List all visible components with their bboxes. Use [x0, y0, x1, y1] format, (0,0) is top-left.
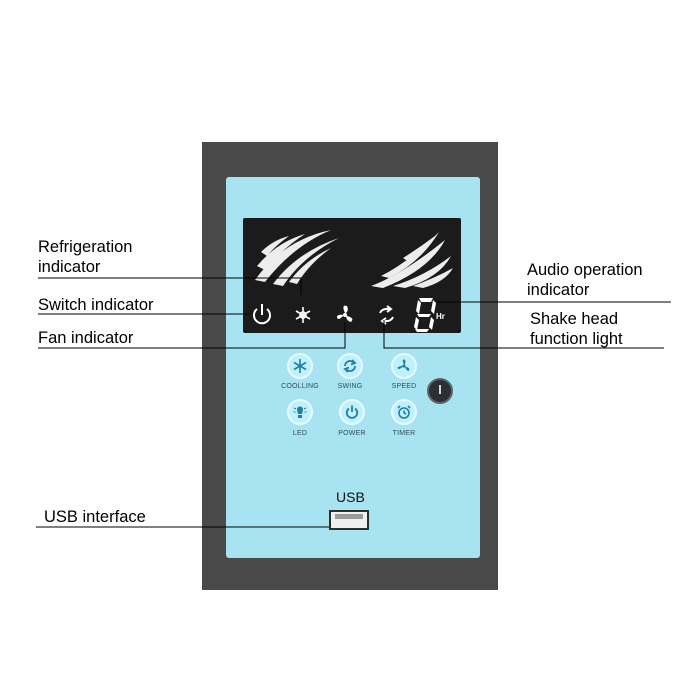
leader-refrigeration — [38, 277, 302, 295]
usb-label: USB — [336, 489, 365, 505]
callout-refrigeration-line2: indicator — [38, 258, 101, 276]
timer-button[interactable] — [391, 399, 417, 425]
swing-label: SWING — [337, 383, 363, 390]
callout-shake: Shake head function light — [530, 309, 623, 349]
coolling-label: COOLLING — [281, 383, 319, 390]
callout-audio-line2: indicator — [527, 281, 590, 299]
fan-icon — [397, 359, 410, 371]
usb-port-tongue — [335, 514, 363, 519]
leader-shake — [383, 320, 664, 349]
rotary-knob[interactable] — [427, 378, 453, 404]
callout-audio: Audio operation indicator — [527, 260, 643, 300]
callout-switch: Switch indicator — [38, 296, 154, 314]
speed-button[interactable] — [391, 353, 417, 379]
wind-right-graphic — [371, 232, 453, 288]
callout-shake-line1: Shake head — [530, 310, 619, 328]
power-button[interactable] — [339, 399, 365, 425]
speed-label: SPEED — [391, 383, 417, 390]
swing-arrows-icon — [343, 359, 357, 373]
callout-refrigeration-line1: Refrigeration — [38, 238, 133, 256]
coolling-button[interactable] — [287, 353, 313, 379]
timer-label: TIMER — [392, 430, 416, 437]
snowflake-icon — [293, 359, 307, 373]
wind-left-graphic — [255, 230, 339, 286]
power-icon — [345, 405, 359, 419]
snowflake-indicator-icon — [295, 307, 311, 323]
callout-refrigeration: Refrigeration indicator — [38, 237, 132, 277]
power-indicator-icon — [253, 304, 271, 325]
seven-segment-digit — [414, 298, 436, 332]
callout-fan: Fan indicator — [38, 329, 134, 347]
power-label: POWER — [338, 430, 366, 437]
callout-audio-line1: Audio operation — [527, 261, 643, 279]
swing-button[interactable] — [337, 353, 363, 379]
alarm-clock-icon — [397, 405, 411, 419]
callout-usb: USB interface — [44, 508, 146, 526]
callout-shake-line2: function light — [530, 330, 623, 348]
led-button[interactable] — [287, 399, 313, 425]
hour-unit-label: Hr — [436, 312, 445, 321]
bulb-icon — [293, 406, 307, 418]
leader-fan — [38, 322, 346, 349]
fan-indicator-icon — [337, 305, 353, 322]
led-label: LED — [292, 430, 308, 437]
lcd-display: Hr — [243, 218, 461, 333]
